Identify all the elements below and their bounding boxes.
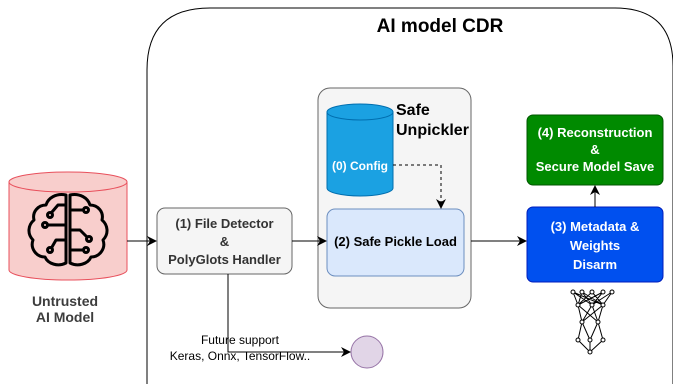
metadata-disarm-line1: (3) Metadata &: [550, 219, 640, 234]
file-detector-line2: &: [219, 234, 230, 249]
safe-unpickler-line2: Unpickler: [396, 122, 469, 139]
future-support-line2: Keras, Onnx, TensorFlow..: [169, 349, 311, 363]
arrow-config-to-pickle: [393, 164, 446, 209]
future-support-node: [350, 335, 384, 369]
metadata-disarm-line2: Weights: [569, 238, 621, 253]
brain-circuit-icon: [27, 193, 109, 267]
diagram-title: AI model CDR: [376, 16, 504, 37]
metadata-disarm-line3: Disarm: [572, 257, 618, 272]
future-support-line1: Future support: [200, 333, 280, 347]
reconstruction-line3: Secure Model Save: [535, 159, 655, 174]
future-support-label: Future support Keras, Onnx, TensorFlow..: [140, 332, 340, 364]
safe-pickle-load-label: (2) Safe Pickle Load: [334, 234, 457, 249]
config-label: (0) Config: [332, 159, 388, 173]
reconstruction-line1: (4) Reconstruction: [537, 125, 653, 140]
reconstruction-label: (4) Reconstruction & Secure Model Save: [527, 124, 663, 175]
safe-pickle-load-box: [326, 208, 465, 277]
file-detector-line1: (1) File Detector: [175, 216, 274, 231]
config-cylinder: [326, 103, 394, 197]
untrusted-model-cylinder: [8, 171, 128, 281]
safe-unpickler-line1: Safe: [396, 102, 430, 119]
file-detector-line3: PolyGlots Handler: [168, 252, 281, 267]
untrusted-model-line2: AI Model: [35, 309, 95, 325]
file-detector-label: (1) File Detector & PolyGlots Handler: [157, 215, 292, 269]
arrow-detector-to-future: [227, 274, 351, 357]
untrusted-model-label: Untrusted AI Model: [10, 293, 120, 325]
safe-unpickler-label: Safe Unpickler: [396, 101, 476, 141]
untrusted-model-line1: Untrusted: [31, 293, 99, 309]
neural-network-icon: [570, 289, 615, 355]
metadata-disarm-label: (3) Metadata & Weights Disarm: [527, 217, 663, 274]
reconstruction-line2: &: [590, 142, 600, 157]
